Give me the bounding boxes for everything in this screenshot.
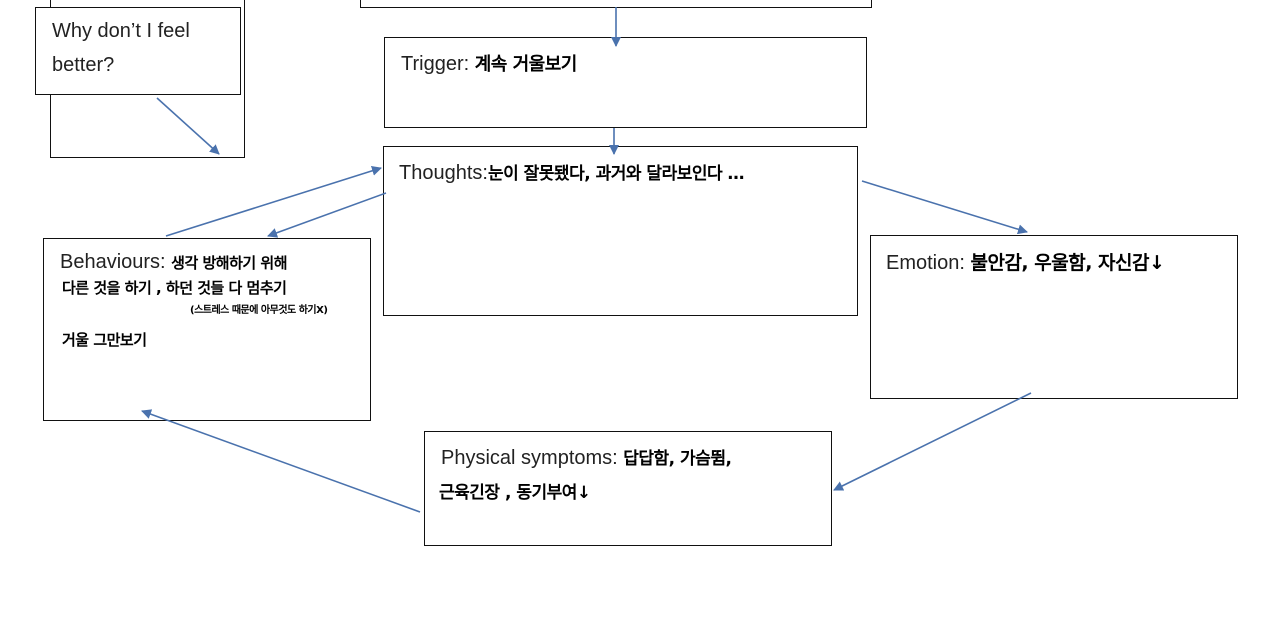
thoughts-label: Thoughts: (399, 162, 488, 184)
arrow-physical-to-behaviours (141, 409, 421, 513)
emotion-text: Emotion: 불안감, 우울함, 자신감↓ (886, 248, 1165, 275)
arrow-question-to-cycle (156, 97, 220, 155)
thoughts-text: Thoughts:눈이 잘못됐다, 과거와 달라보인다 … (399, 159, 745, 185)
arrow-thoughts-to-behaviours (267, 192, 387, 238)
question-line-1: Why don’t I feel (52, 20, 190, 42)
trigger-box: Trigger: 계속 거울보기 (384, 37, 867, 128)
emotion-value: 불안감, 우울함, 자신감↓ (970, 252, 1165, 274)
thoughts-value: 눈이 잘못됐다, 과거와 달라보인다 … (487, 164, 745, 184)
question-line-2: better? (52, 54, 115, 76)
trigger-value: 계속 거울보기 (474, 54, 578, 75)
arrow-behaviours-to-thoughts (165, 165, 382, 237)
emotion-label: Emotion: (886, 252, 971, 274)
behaviours-line1-value: 생각 방해하기 위해 (171, 254, 288, 272)
physical-label: Physical symptoms: (441, 447, 624, 469)
behaviours-line-2: 다른 것을 하기 , 하던 것들 다 멈추기 (62, 279, 287, 297)
physical-line-1: Physical symptoms: 답답함, 가슴뜀, (441, 444, 732, 470)
behaviours-line-1: Behaviours: 생각 방해하기 위해 (60, 251, 288, 274)
physical-line1-value: 답답함, 가슴뜀, (623, 449, 732, 469)
physical-line-2: 근육긴장 , 동기부여↓ (439, 483, 591, 503)
arrow-thoughts-to-emotion (861, 180, 1028, 235)
behaviours-note: (스트레스 때문에 아무것도 하기X) (190, 305, 328, 316)
question-box: Why don’t I feel better? (35, 7, 241, 95)
physical-symptoms-box: Physical symptoms: 답답함, 가슴뜀, 근육긴장 , 동기부여… (424, 431, 832, 546)
arrow-emotion-to-physical (833, 392, 1032, 491)
emotion-box: Emotion: 불안감, 우울함, 자신감↓ (870, 235, 1238, 399)
behaviours-line-3: 거울 그만보기 (62, 331, 147, 349)
trigger-label: Trigger: (401, 53, 475, 75)
trigger-text: Trigger: 계속 거울보기 (401, 50, 577, 76)
behaviours-label: Behaviours: (60, 251, 172, 273)
behaviours-box: Behaviours: 생각 방해하기 위해 다른 것을 하기 , 하던 것들 … (43, 238, 371, 421)
thoughts-box: Thoughts:눈이 잘못됐다, 과거와 달라보인다 … (383, 146, 858, 316)
